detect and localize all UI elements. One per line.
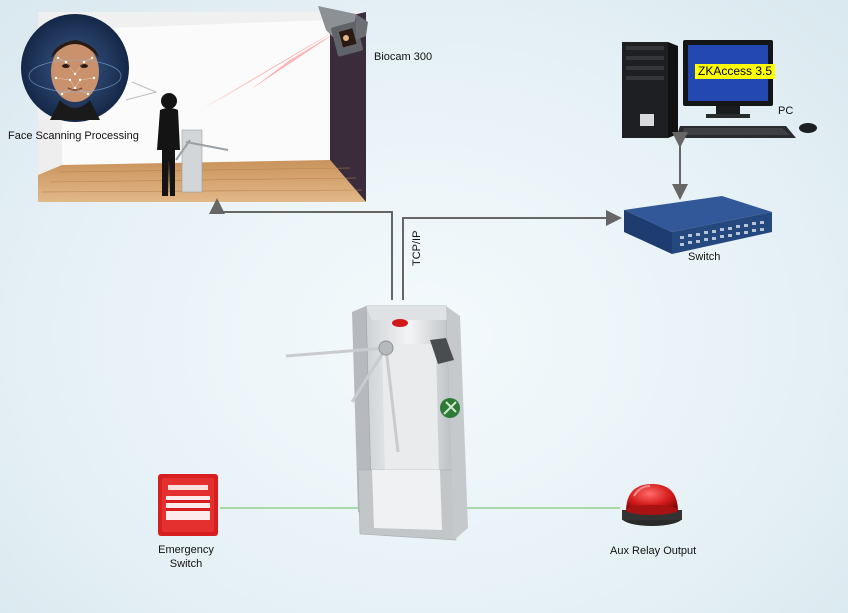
zkaccess-screen-label: ZKAccess 3.5 (695, 64, 776, 79)
person-silhouette (157, 93, 180, 196)
face-scan-image (21, 14, 158, 122)
pc-label: PC (778, 105, 794, 117)
face-scanning-label: Face Scanning Processing (8, 130, 139, 142)
aux-relay-label: Aux Relay Output (610, 545, 697, 557)
emergency-label-line2: Switch (169, 558, 203, 570)
pc-workstation (622, 40, 817, 138)
face-scan-beam (196, 28, 340, 112)
biocam-label: Biocam 300 (374, 51, 433, 63)
network-switch (624, 196, 772, 254)
emergency-switch-device (158, 474, 218, 536)
network-connections (209, 132, 688, 300)
tcpip-label: TCP/IP (411, 230, 423, 266)
room-scene (38, 12, 366, 202)
switch-label: Switch (688, 251, 721, 263)
alarm-light-device (622, 484, 682, 526)
emergency-label-line1: Emergency (158, 544, 214, 556)
biocam-device (318, 6, 368, 57)
room-turnstile (175, 129, 229, 193)
tripod-turnstile (285, 305, 468, 541)
